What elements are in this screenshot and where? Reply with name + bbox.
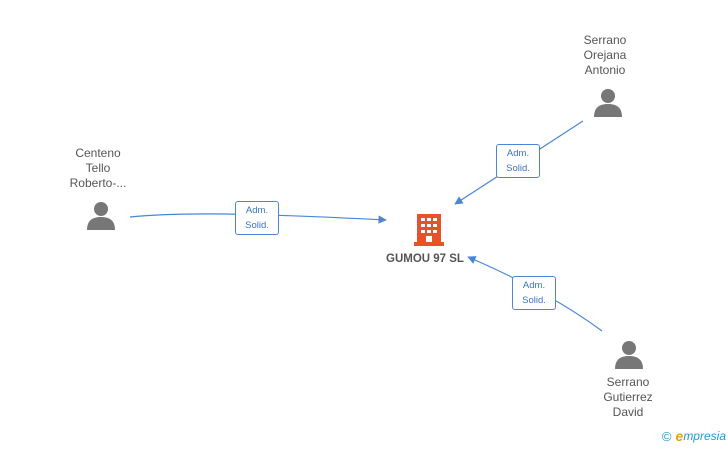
edge-label-centeno[interactable]: Adm. Solid. [235,201,279,235]
person-icon[interactable] [593,87,623,119]
edge-label-serrano-orejana[interactable]: Adm. Solid. [496,144,540,178]
copyright-icon: © [661,428,672,444]
company-name[interactable]: GUMOU 97 SL [386,253,464,265]
edge-label-serrano-gutierrez[interactable]: Adm. Solid. [512,276,556,310]
brand-logo-initial: e [675,428,684,444]
edge-centeno [129,213,387,224]
person-icon[interactable] [614,339,644,371]
person-icon[interactable] [86,200,116,232]
brand-logo-text: mpresia [683,429,726,443]
building-icon[interactable] [414,212,444,251]
person-name-serrano-orejana[interactable]: Serrano Orejana Antonio [583,33,627,77]
footer-brand: © e mpresia [662,428,726,444]
person-name-centeno[interactable]: Centeno Tello Roberto-... [69,146,127,190]
person-name-serrano-gutierrez[interactable]: Serrano Gutierrez David [603,375,653,419]
